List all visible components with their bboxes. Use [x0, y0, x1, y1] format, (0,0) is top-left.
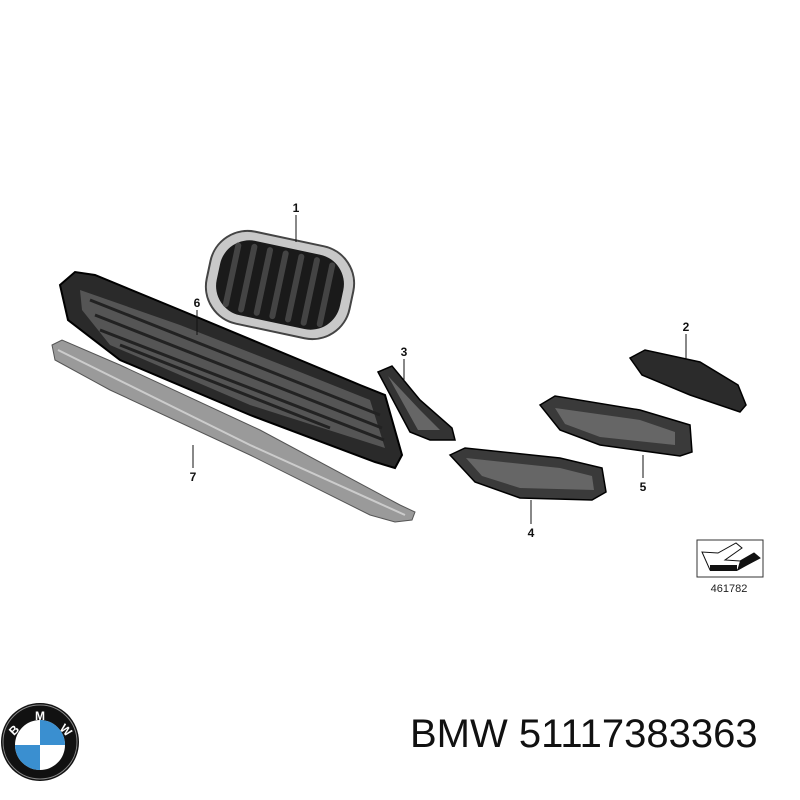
part-3-trim-piece[interactable]: [376, 365, 456, 441]
part-6-lower-grille[interactable]: [58, 270, 404, 470]
reference-box: 461782: [696, 539, 764, 595]
callout-4: 4: [528, 526, 535, 540]
callout-1: 1: [293, 201, 300, 215]
arrow-down-left-icon: [701, 542, 761, 571]
reference-number: 461782: [711, 583, 748, 595]
part-7-trim-strip[interactable]: [51, 339, 416, 523]
part-2-cover[interactable]: [628, 349, 747, 413]
callout-5: 5: [640, 480, 647, 494]
part-5-side-grille[interactable]: [538, 395, 693, 457]
part-4-side-grille[interactable]: [448, 447, 607, 501]
part-1-kidney-grille[interactable]: [199, 224, 361, 346]
bmw-logo: B M W: [1, 703, 79, 781]
callout-6: 6: [194, 296, 201, 310]
callout-2: 2: [683, 320, 690, 334]
part-number-label: BMW 51117383363: [410, 712, 758, 756]
callout-3: 3: [401, 345, 408, 359]
callout-7: 7: [190, 470, 197, 484]
logo-letter-m: M: [35, 709, 45, 723]
